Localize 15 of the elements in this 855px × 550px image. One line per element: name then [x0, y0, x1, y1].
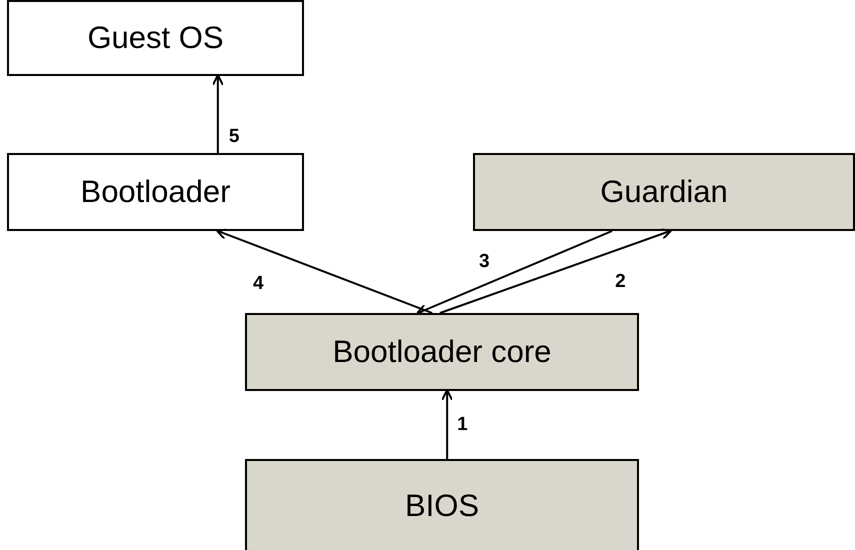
node-label: BIOS [404, 488, 480, 524]
node-label: Bootloader core [332, 334, 552, 370]
arrow [212, 74, 224, 153]
arrow [416, 230, 612, 316]
shaded-process-box [245, 459, 639, 550]
arrow [441, 389, 454, 459]
node-label: Bootloader [80, 174, 230, 210]
node-label: Guardian [600, 174, 728, 210]
process-box [7, 0, 304, 76]
arrow [216, 228, 432, 314]
node-label: Guest OS [87, 20, 224, 56]
shaded-process-box [245, 313, 639, 391]
arrow [440, 228, 672, 314]
process-box [7, 153, 304, 231]
shaded-process-box [473, 153, 855, 231]
